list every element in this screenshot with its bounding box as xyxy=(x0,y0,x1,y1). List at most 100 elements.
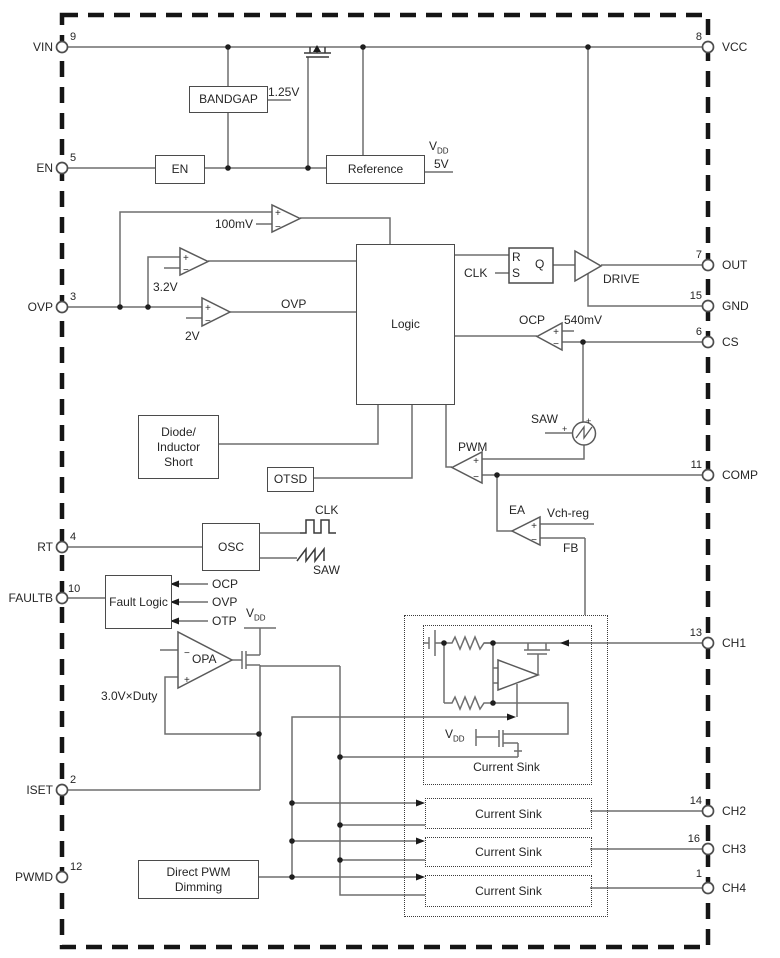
arrow-dim-ch1-icon xyxy=(507,713,516,721)
fault-logic-label: Fault Logic xyxy=(109,594,168,609)
pin-label-en: EN xyxy=(36,161,53,175)
resistor-icon xyxy=(444,695,493,711)
en-block: EN xyxy=(155,155,205,184)
minus-icon: − xyxy=(531,535,537,546)
pin-num-vin: 9 xyxy=(70,31,77,43)
reference-label: Reference xyxy=(347,162,404,176)
ff-s-label: S xyxy=(512,266,521,280)
rs-flipflop-box xyxy=(508,247,554,284)
pin-label-rt: RT xyxy=(37,540,53,554)
plus-icon: + xyxy=(553,327,559,338)
pin-num-cs: 6 xyxy=(695,326,702,338)
diode-otsd-wires xyxy=(217,403,413,479)
pin-num-ch3: 16 xyxy=(687,833,700,845)
pin-num-ch1: 13 xyxy=(689,627,702,639)
comparator-ocp-icon xyxy=(535,321,563,352)
drive-label: DRIVE xyxy=(603,272,640,286)
osc-clk-label: CLK xyxy=(315,503,339,517)
clock-wave-icon xyxy=(300,519,336,534)
pin-label-out: OUT xyxy=(722,258,748,272)
saw-wave-icon xyxy=(296,546,325,564)
pin-cs-port xyxy=(701,335,715,349)
iref-bus-wires xyxy=(339,666,518,896)
duty-ref-label: 3.0V×Duty xyxy=(101,689,158,703)
pin-label-gnd: GND xyxy=(722,299,749,313)
fb-label: FB xyxy=(563,541,579,555)
arrow-ovp-icon xyxy=(170,598,179,606)
pin-rt-port xyxy=(55,540,69,554)
current-sink2-box: Current Sink xyxy=(425,798,592,829)
plus-icon: + xyxy=(473,456,479,467)
pin-num-rt: 4 xyxy=(70,531,77,543)
pin-num-vcc: 8 xyxy=(695,31,702,43)
opa-amp-icon xyxy=(177,630,234,690)
pin-label-ch1: CH1 xyxy=(722,636,747,650)
pin-gnd-port xyxy=(701,299,715,313)
pin-label-ovp: OVP xyxy=(27,300,53,314)
bandgap-voltage-label: 1.25V xyxy=(268,85,300,99)
ocp-cs-wires xyxy=(453,330,708,422)
plus-icon: + xyxy=(586,416,591,426)
arrow-dim-ch4-icon xyxy=(416,873,425,881)
otsd-block: OTSD xyxy=(267,467,314,492)
chip-boundary xyxy=(59,12,711,950)
current-sink1-box xyxy=(423,625,592,785)
comp-100mv-wires xyxy=(119,211,391,307)
minus-icon: − xyxy=(473,472,479,483)
pin-num-ovp: 3 xyxy=(70,291,77,303)
reference-5v-label: 5V xyxy=(434,157,449,171)
pin-num-faultb: 10 xyxy=(68,583,81,595)
pin-pwmd-port xyxy=(55,870,69,884)
junction-dots xyxy=(117,44,591,880)
pin-ch2-port xyxy=(701,804,715,818)
pin-num-pwmd: 12 xyxy=(70,861,83,873)
pin-en-port xyxy=(55,161,69,175)
pin-label-comp: COMP xyxy=(722,468,758,482)
fault-logic-block: Fault Logic xyxy=(105,575,172,629)
ovp-signal-label: OVP xyxy=(281,297,307,311)
vdd-opa-label: VDD xyxy=(246,606,266,623)
arrow-otp-icon xyxy=(170,617,179,625)
pin-out-port xyxy=(701,258,715,272)
fault-ovp-label: OVP xyxy=(212,595,238,609)
threshold-100mv-label: 100mV xyxy=(214,217,253,231)
bandgap-block: BANDGAP xyxy=(189,86,268,113)
current-sink2-label: Current Sink xyxy=(475,806,542,821)
wire-group xyxy=(62,46,708,896)
pin-label-vcc: VCC xyxy=(722,40,748,54)
comp-32v-wires xyxy=(147,256,356,307)
comparator-ovp-icon xyxy=(201,296,232,328)
amp-icons xyxy=(177,203,603,692)
threshold-32v-label: 3.2V xyxy=(153,280,178,294)
arrow-ocp-icon xyxy=(170,580,179,588)
pin-label-cs: CS xyxy=(722,335,739,349)
osc-label: OSC xyxy=(217,539,244,554)
pin-ch3-port xyxy=(701,842,715,856)
current-sink3-label: Current Sink xyxy=(475,845,542,859)
comparator-pwm-icon xyxy=(450,450,483,485)
pin-ch1-port xyxy=(701,636,715,650)
osc-block: OSC xyxy=(202,523,260,571)
logic-label: Logic xyxy=(391,317,420,331)
fault-input-wires xyxy=(62,583,208,622)
pin-ports xyxy=(55,40,715,895)
minus-icon: − xyxy=(184,648,190,659)
pin-label-pwmd: PWMD xyxy=(15,870,53,884)
current-sink4-label: Current Sink xyxy=(475,884,542,898)
fault-ocp-label: OCP xyxy=(212,577,239,591)
pin-label-ch4: CH4 xyxy=(722,881,747,895)
otsd-label: OTSD xyxy=(273,472,308,486)
minus-icon: − xyxy=(553,339,559,350)
plus-icon: + xyxy=(275,208,281,219)
mosfet-arrow-icon xyxy=(313,45,321,52)
current-sink4-box: Current Sink xyxy=(425,875,592,907)
vdd-sink-label: VDD xyxy=(445,727,465,744)
minus-icon: − xyxy=(205,316,211,327)
plus-icon: + xyxy=(562,424,567,434)
ff-q-label: Q xyxy=(535,257,545,271)
